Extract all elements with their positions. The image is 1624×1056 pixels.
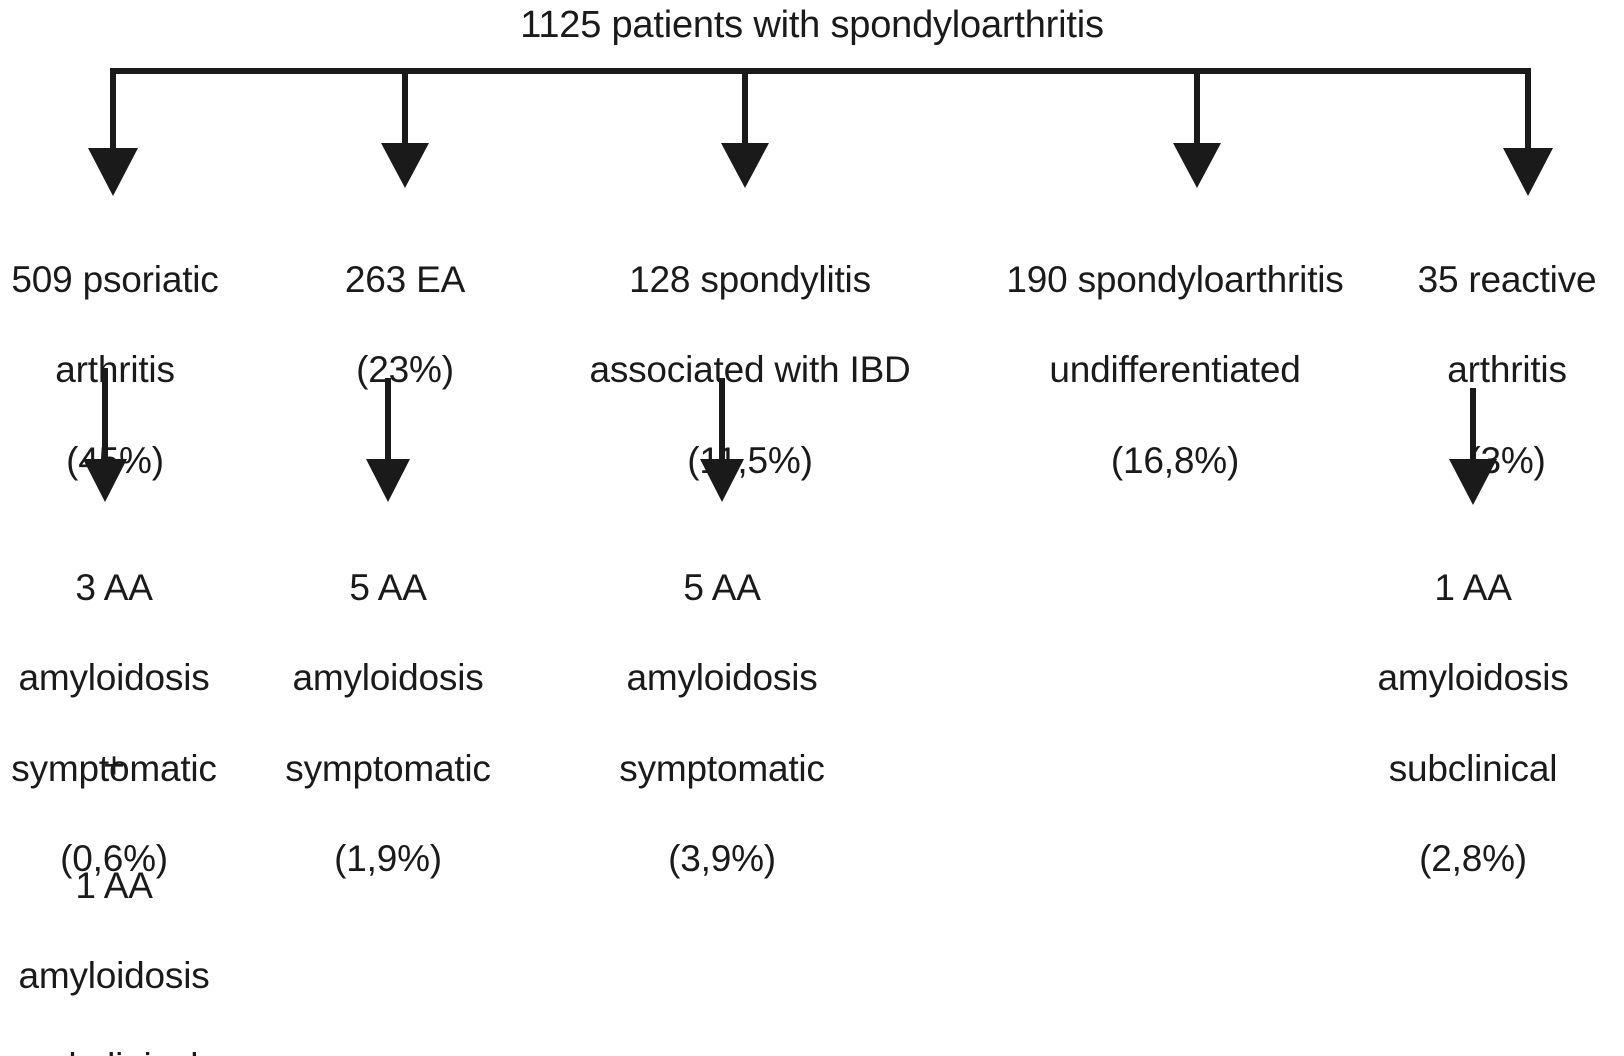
outcome-line: symptomatic [285,747,491,789]
arrow-head-branch-3 [721,143,769,188]
arrow-head-branch-5 [1503,148,1553,196]
outcome-line: (1,9%) [334,837,442,879]
branch-line: arthritis [1447,349,1567,391]
outcome-line: (0,6%) [60,837,168,879]
branch-line: (11,5%) [687,439,813,481]
branch-line: (45%) [66,439,164,481]
branch-line: 263 EA [344,259,466,301]
outcome-line: (2,8%) [1419,837,1527,879]
outcome-node-ea-aa-symptomatic: 5 AA amyloidosis symptomatic (1,9%) [274,520,502,926]
plus-connector-symbol: + [103,745,125,786]
arrow-head-branch-1 [88,148,138,196]
outcome-line: 1 AA [1434,567,1512,609]
outcome-line: 5 AA [349,567,427,609]
arrow-head-branch-4 [1173,143,1221,188]
branch-node-reactive-arthritis: 35 reactive arthritis (3%) [1390,212,1624,528]
branch-node-undifferentiated: 190 spondyloarthritis undifferentiated (… [960,212,1390,528]
outcome-line: 5 AA [683,567,761,609]
outcome-node-rea-aa-subclinical: 1 AA amyloidosis subclinical (2,8%) [1359,520,1587,926]
branch-line: 35 reactive [1417,259,1597,301]
outcome-node-psa-aa-subclinical: 1 AA amyloidosis subclinical (0,2%) [0,818,228,1056]
branch-line: arthritis [55,349,175,391]
outcome-line: amyloidosis [292,657,484,699]
branch-line: 509 psoriatic [11,259,219,301]
arrow-head-outcome-2 [366,459,410,502]
outcome-line: amyloidosis [18,657,210,699]
branch-line: (16,8%) [1110,439,1240,481]
outcome-line: symptomatic [619,747,825,789]
branch-line: 190 spondyloarthritis [1006,259,1344,301]
branch-line: (3%) [1468,439,1546,481]
outcome-line: amyloidosis [18,955,210,997]
outcome-line: subclinical [0,1044,228,1056]
outcome-line: amyloidosis [626,657,818,699]
root-node-label: 1125 patients with spondyloarthritis [520,4,1104,46]
outcome-line: 1 AA [75,865,153,907]
arrow-head-branch-2 [381,143,429,188]
outcome-line: (3,9%) [668,837,776,879]
branch-node-ea: 263 EA (23%) [290,212,520,438]
outcome-line: amyloidosis [1377,657,1569,699]
branch-node-psoriatic-arthritis: 509 psoriatic arthritis (45%) [0,212,230,528]
branch-node-spondylitis-ibd: 128 spondylitis associated with IBD (11,… [555,212,945,528]
branch-line: associated with IBD [589,349,911,391]
outcome-line: 3 AA [75,567,153,609]
outcome-line: symptomatic [11,747,217,789]
outcome-node-psa-aa-symptomatic: 3 AA amyloidosis symptomatic (0,6%) [0,520,228,926]
branch-line: (23%) [356,349,454,391]
outcome-line: subclinical [1388,747,1558,789]
outcome-node-ibd-aa-symptomatic: 5 AA amyloidosis symptomatic (3,9%) [608,520,836,926]
branch-line: 128 spondylitis [629,259,871,301]
branch-line: undifferentiated [1049,349,1301,391]
